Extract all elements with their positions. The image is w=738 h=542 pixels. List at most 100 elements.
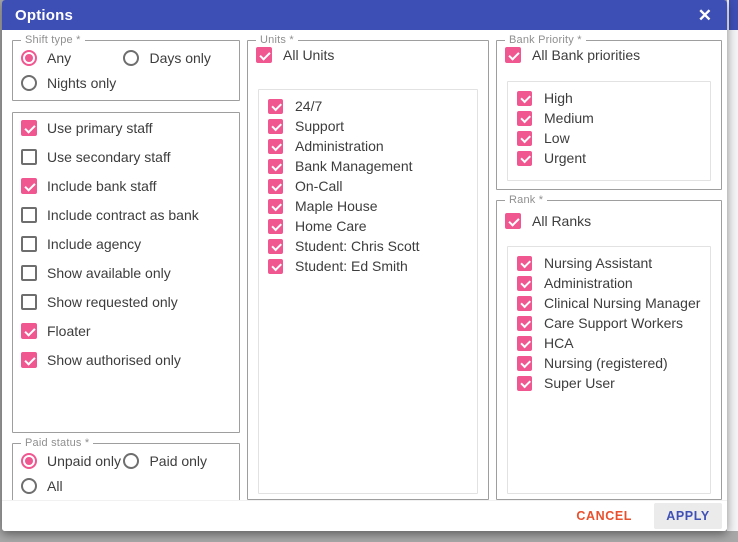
checkbox-icon[interactable] (517, 255, 532, 271)
checkbox-item[interactable]: Student: Ed Smith (268, 258, 477, 274)
shift-type-fieldset: Shift type * Any Days only Nights only (12, 34, 240, 101)
checkbox-label: All Units (283, 47, 335, 63)
radio-icon[interactable] (21, 478, 37, 494)
checkbox-item[interactable]: Bank Management (268, 158, 477, 174)
checkbox-icon[interactable] (517, 295, 532, 311)
checkbox-item[interactable]: 24/7 (268, 98, 477, 114)
checkbox-icon[interactable] (517, 375, 532, 391)
checkbox-item[interactable]: High (517, 90, 710, 106)
checkbox-icon[interactable] (268, 158, 283, 174)
checkbox-icon[interactable] (517, 110, 532, 126)
checkbox-item[interactable]: Administration (268, 138, 477, 154)
all-ranks-checkbox[interactable]: All Ranks (505, 213, 591, 229)
radio-icon[interactable] (21, 75, 37, 91)
checkbox-icon[interactable] (505, 213, 521, 229)
radio-option[interactable]: Unpaid only (21, 453, 123, 469)
checkbox-item[interactable]: Student: Chris Scott (268, 238, 477, 254)
checkbox-icon[interactable] (517, 275, 532, 291)
checkbox-item[interactable]: Show requested only (21, 293, 239, 311)
close-icon[interactable]: ✕ (697, 5, 712, 25)
background-page-strip (727, 0, 738, 531)
checkbox-label: On-Call (295, 178, 343, 194)
shift-type-legend: Shift type * (21, 34, 85, 46)
radio-icon[interactable] (123, 50, 140, 66)
radio-option[interactable]: Any (21, 50, 123, 66)
checkbox-item[interactable]: Use secondary staff (21, 148, 239, 166)
checkbox-icon[interactable] (517, 130, 532, 146)
checkbox-icon[interactable] (268, 118, 283, 134)
checkbox-label: Bank Management (295, 158, 413, 174)
checkbox-item[interactable]: Super User (517, 375, 710, 391)
checkbox-icon[interactable] (21, 120, 37, 136)
checkbox-item[interactable]: Home Care (268, 218, 477, 234)
staff-flags-list: Use primary staff Use secondary staff In… (13, 113, 239, 369)
checkbox-item[interactable]: Urgent (517, 150, 710, 166)
checkbox-label: Nursing Assistant (544, 255, 653, 271)
checkbox-item[interactable]: Care Support Workers (517, 315, 710, 331)
checkbox-icon[interactable] (517, 355, 532, 371)
checkbox-icon[interactable] (517, 315, 532, 331)
checkbox-label: Floater (47, 323, 91, 339)
checkbox-item[interactable]: Include agency (21, 235, 239, 253)
cancel-button[interactable]: CANCEL (576, 509, 632, 523)
radio-icon[interactable] (21, 453, 37, 469)
checkbox-item[interactable]: Nursing Assistant (517, 255, 710, 271)
options-dialog: Options ✕ Shift type * Any Days only Nig… (2, 0, 727, 531)
checkbox-item[interactable]: Floater (21, 322, 239, 340)
staff-flags-fieldset: Use primary staff Use secondary staff In… (12, 112, 240, 433)
paid-status-legend: Paid status * (21, 437, 94, 449)
checkbox-item[interactable]: Clinical Nursing Manager (517, 295, 710, 311)
checkbox-item[interactable]: Nursing (registered) (517, 355, 710, 371)
checkbox-item[interactable]: Administration (517, 275, 710, 291)
checkbox-icon[interactable] (517, 90, 532, 106)
checkbox-icon[interactable] (268, 178, 283, 194)
all-units-checkbox[interactable]: All Units (256, 47, 334, 63)
checkbox-item[interactable]: Medium (517, 110, 710, 126)
checkbox-icon[interactable] (268, 98, 283, 114)
radio-option[interactable]: Paid only (123, 453, 225, 469)
checkbox-icon[interactable] (21, 236, 37, 252)
checkbox-label: Urgent (544, 150, 587, 166)
radio-icon[interactable] (123, 453, 140, 469)
all-bank-priorities-checkbox[interactable]: All Bank priorities (505, 47, 640, 63)
checkbox-item[interactable]: Include contract as bank (21, 206, 239, 224)
checkbox-item[interactable]: On-Call (268, 178, 477, 194)
checkbox-item[interactable]: Maple House (268, 198, 477, 214)
checkbox-icon[interactable] (21, 294, 37, 310)
checkbox-icon[interactable] (21, 149, 37, 165)
checkbox-label: Clinical Nursing Manager (544, 295, 701, 311)
checkbox-icon[interactable] (268, 198, 283, 214)
checkbox-item[interactable]: Show authorised only (21, 351, 239, 369)
radio-label: Days only (149, 50, 211, 66)
checkbox-icon[interactable] (21, 323, 37, 339)
bank-priority-list: High Medium Low Urgent (508, 82, 710, 166)
checkbox-icon[interactable] (505, 47, 521, 63)
checkbox-item[interactable]: Show available only (21, 264, 239, 282)
checkbox-item[interactable]: Low (517, 130, 710, 146)
dialog-content: Shift type * Any Days only Nights only (2, 30, 727, 500)
checkbox-icon[interactable] (21, 207, 37, 223)
checkbox-item[interactable]: HCA (517, 335, 710, 351)
radio-option[interactable]: Days only (123, 50, 225, 66)
checkbox-icon[interactable] (21, 352, 37, 368)
checkbox-icon[interactable] (268, 218, 283, 234)
checkbox-label: Use secondary staff (47, 149, 171, 165)
checkbox-icon[interactable] (21, 178, 37, 194)
radio-icon[interactable] (21, 50, 37, 66)
background-header-fragment (729, 0, 738, 30)
checkbox-label: Support (295, 118, 345, 134)
checkbox-label: 24/7 (295, 98, 323, 114)
checkbox-icon[interactable] (256, 47, 272, 63)
checkbox-icon[interactable] (268, 238, 283, 254)
checkbox-icon[interactable] (268, 138, 283, 154)
checkbox-item[interactable]: Use primary staff (21, 119, 239, 137)
checkbox-icon[interactable] (517, 335, 532, 351)
checkbox-item[interactable]: Support (268, 118, 477, 134)
checkbox-item[interactable]: Include bank staff (21, 177, 239, 195)
radio-option[interactable]: All (21, 478, 123, 494)
checkbox-icon[interactable] (21, 265, 37, 281)
radio-option[interactable]: Nights only (21, 75, 123, 91)
checkbox-icon[interactable] (517, 150, 532, 166)
apply-button[interactable]: APPLY (654, 503, 722, 529)
checkbox-icon[interactable] (268, 258, 283, 274)
